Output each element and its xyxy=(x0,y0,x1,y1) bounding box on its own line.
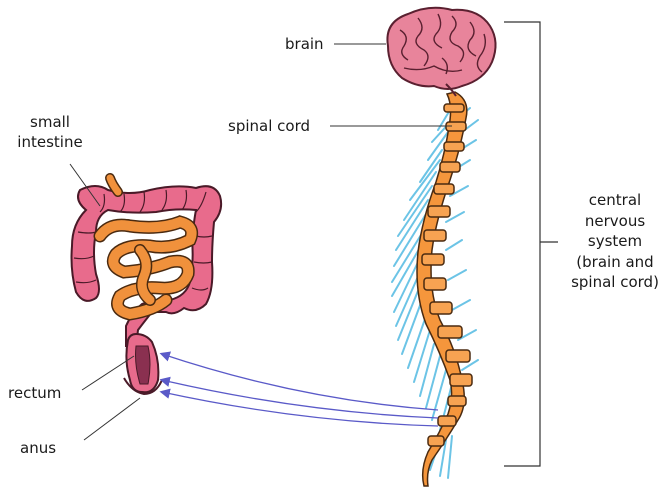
cns-label-line: nervous xyxy=(560,211,670,232)
small-intestine-label-line1: small xyxy=(10,112,90,132)
rectum-leader-line xyxy=(82,356,134,390)
spinal-nerves xyxy=(392,108,478,484)
brain-illustration xyxy=(387,8,495,96)
spinal-cord-column xyxy=(417,92,472,486)
central-nervous-system-label: central nervous system (brain and spinal… xyxy=(560,190,670,293)
small-intestine-label-line2: intestine xyxy=(10,132,90,152)
cns-label-line: spinal cord) xyxy=(560,272,670,293)
cns-label-line: (brain and xyxy=(560,252,670,273)
rectum-label: rectum xyxy=(8,383,61,403)
signal-arrow-3 xyxy=(162,392,438,426)
cns-label-line: central xyxy=(560,190,670,211)
signal-arrows xyxy=(162,354,438,426)
cns-bracket xyxy=(504,22,558,466)
signal-arrow-1 xyxy=(162,354,438,410)
rectum-illustration xyxy=(124,334,162,394)
anus-label: anus xyxy=(20,438,56,458)
brain-label: brain xyxy=(285,34,324,54)
spinal-cord-label: spinal cord xyxy=(228,116,310,136)
anus-leader-line xyxy=(84,398,140,440)
cns-label-line: system xyxy=(560,231,670,252)
signal-arrow-2 xyxy=(162,380,438,418)
